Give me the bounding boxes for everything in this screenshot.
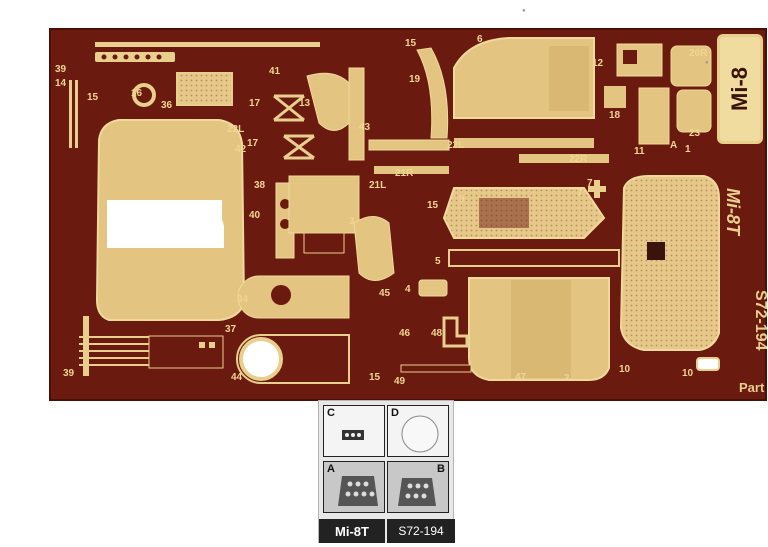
sticker-cell-b: B [387,461,449,513]
part-number: 20R [689,48,708,59]
part-48 [442,316,469,348]
part-number: 9 [459,194,465,205]
part-16 [132,83,156,107]
part-number: 15 [405,38,417,49]
part-number: 7 [577,188,583,199]
part-number: 47 [515,372,527,383]
part-number: 17 [247,138,259,149]
part-number: 12 [592,58,604,69]
part-number: 37 [225,324,237,335]
part-number: 49 [394,376,406,387]
part-small-panel [148,335,224,369]
part-11 [638,87,670,145]
part-1-perforated [619,175,720,351]
sticker-cell-d: D [387,405,449,457]
part-number: 15 [87,92,99,103]
part-number: 22L [227,124,245,135]
part-34 [237,275,350,319]
part-number: 19 [409,74,421,85]
left-rod-14 [69,80,72,148]
part-3 [353,216,395,281]
part-21L [368,139,450,151]
part-number: 21R [395,168,414,179]
part-number: 22R [569,154,588,165]
part-20R [670,45,712,87]
part-10 [696,357,720,371]
instruction-sticker: C D A B Mi-8T S72 [318,400,455,543]
door-window-arch [174,200,224,248]
part-number: 45 [379,288,391,299]
code-label: S72-194 [752,290,768,351]
part-number: 21L [369,180,387,191]
part-number: 5 [435,256,441,267]
part-number: 38 [254,180,266,191]
sticker-code: S72-194 [385,519,455,543]
part-21R [374,166,449,174]
part-number: 36 [161,100,173,111]
part-number: 2 [564,373,570,384]
part-number: 22L [447,140,465,151]
dust-speck: ● [522,8,526,14]
part-22L [454,138,594,148]
sticker-cell-c: C [323,405,385,457]
model-label: Mi-8 [717,34,763,144]
part-number: 48 [431,328,443,339]
part-number: A [670,140,678,151]
part-number: 13 [299,98,311,109]
sticker-variant: Mi-8T [319,519,385,543]
part-number: 46 [399,328,411,339]
part-number: 14 [55,78,67,89]
part-22R [519,154,609,163]
panel-icon [398,478,436,506]
fret-parts [49,28,767,401]
part-number: 1 [685,144,691,155]
part-44 [348,67,365,161]
part-number: 39 [63,368,75,379]
sticker-footer: Mi-8T S72-194 [319,519,455,543]
brand-label: Part [739,380,765,395]
part-number: 7 [587,178,593,189]
part-number: 34 [237,294,249,305]
part-number: 15 [427,200,439,211]
variant-label: Mi-8T [723,188,743,235]
part-18 [604,86,626,108]
part-5 [448,249,620,267]
part-number: 6 [477,34,483,45]
panel-icon [338,476,378,506]
part-number: 3 [349,216,355,227]
part-13 [306,72,350,131]
part-number: 18 [609,110,621,121]
part-17 [273,94,315,160]
part-number: 17 [249,98,261,109]
part-number: 10 [682,368,694,379]
part-number: 23 [689,128,701,139]
part-number: 16 [131,88,143,99]
left-rod-40 [75,80,78,148]
part-19 [416,47,449,139]
dust-speck: ● [705,60,709,66]
dots-icon [342,430,364,440]
part-7 [588,180,606,198]
part-number: 40 [249,210,261,221]
part-number: 41 [269,66,281,77]
part-23 [676,89,712,133]
part-number: 11 [634,146,645,157]
part-number: 10 [619,364,631,375]
part-4 [418,279,448,297]
circle-icon [401,415,439,453]
top-strip [95,42,320,47]
part-number: 15 [369,372,381,383]
part-number: 42 [235,144,247,155]
photo-etch-fret: Mi-8 Mi-8T S72-194 Part 39 14 15 16 36 4… [49,28,768,401]
sticker-cell-a: A [323,461,385,513]
part-49 [400,364,472,373]
part-number: 39 [55,64,67,75]
part-number: 44 [231,372,243,383]
part-37 [176,72,233,106]
part-number: 4 [405,284,411,295]
part-39-rods [79,336,149,366]
part-number: 43 [359,122,371,133]
